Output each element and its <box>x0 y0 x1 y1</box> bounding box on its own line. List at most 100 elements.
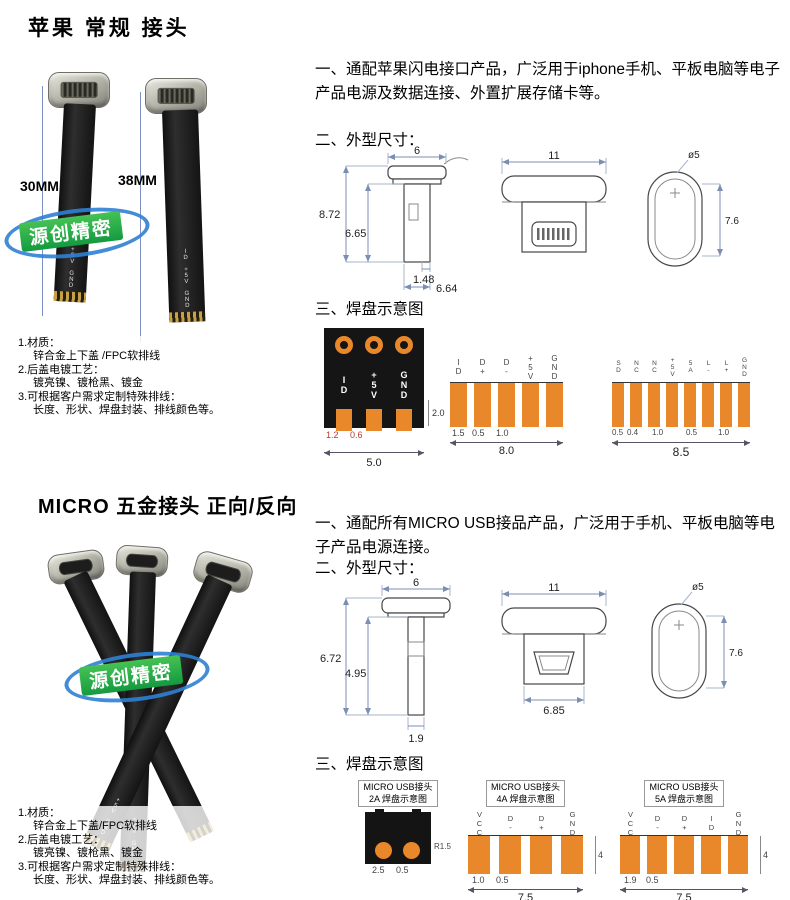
micro-end-view-drawing: ø5 7.6 <box>651 582 743 699</box>
dim-label-plug-width: 6.85 <box>543 705 564 717</box>
dimensions <box>501 590 607 704</box>
pad-hole <box>365 336 383 354</box>
apple-front-view-drawing: 6 8.72 6.65 1.48 6.64 <box>319 145 469 295</box>
note-line: 镀亮镍、镀枪黑、镀金 <box>33 847 143 860</box>
note-line: 2.后盖电镀工艺： <box>18 363 105 376</box>
pad-edge-line <box>620 835 748 837</box>
dim-label-diameter: ø5 <box>692 582 704 593</box>
apple-dimensions-heading: 二、外型尺寸： <box>315 132 424 149</box>
note-line: 锌合金上下盖/FPC软排线 <box>33 820 158 833</box>
micro-section-title: MICRO 五金接头 正向/反向 <box>38 496 298 518</box>
dim-pad-widths: 0.5 0.4 1.0 0.5 1.0 <box>612 428 730 437</box>
pad-labels: ID D+ D- +5V GND <box>454 353 559 381</box>
solder-pad <box>366 409 382 431</box>
lightning-connector-head <box>48 72 110 108</box>
micro-pad-diagram-4a: MICRO USB接头 4A 焊盘示意图 VCC D- D+ GND 1.0 0… <box>468 780 603 900</box>
dim-pad-length: 4 <box>759 836 768 874</box>
apple-end-view-drawing: ø5 7.6 <box>647 150 739 267</box>
note-line: 3.可根据客户需求定制特殊排线： <box>18 390 182 403</box>
pad-label: GND <box>399 370 409 400</box>
note-line: 2.后盖电镀工艺： <box>18 833 105 846</box>
note-line: 1.材质： <box>18 807 61 819</box>
solder-pad-round <box>403 842 420 860</box>
dim-label-stem-height: 6.65 <box>345 228 366 240</box>
solder-pad <box>396 409 412 431</box>
micro-usb-port <box>125 553 159 569</box>
pad-hole <box>335 336 353 354</box>
pad-labels: VCC D- D+ GND <box>475 810 577 838</box>
pad-edge-line <box>450 382 563 383</box>
pad-base <box>365 809 431 865</box>
dim-label-height: 7.6 <box>725 216 739 227</box>
part-outline <box>651 603 707 699</box>
dim-label-stem-width: 1.9 <box>408 733 423 745</box>
micro-description: 一、通配所有MICRO USB接品产品，广泛用于手机、平板电脑等电子产品电源连接… <box>315 515 775 557</box>
dim-label-housing-width: 11 <box>548 582 559 594</box>
dimensions <box>501 158 607 174</box>
mount-notch <box>412 809 421 813</box>
dim-label-wall: 1.48 <box>413 274 434 286</box>
dim-label-width: 6 <box>413 577 419 589</box>
apple-side-view-drawing: 11 <box>501 150 607 253</box>
gold-pad-tip <box>169 311 206 323</box>
dim-pad-widths: 1.2 0.6 <box>326 430 363 440</box>
pad-label: +5V <box>369 370 379 400</box>
measure-line <box>140 92 141 342</box>
note-line: 1.材质： <box>18 337 61 349</box>
lightning-connector-head <box>145 78 207 114</box>
cable-pin-label: ID +5V GND <box>182 248 191 309</box>
dim-label-radius: R1.5 <box>434 842 451 851</box>
solder-pad <box>336 409 352 431</box>
pad-label: ID <box>339 375 349 395</box>
dimensions <box>680 591 727 689</box>
fpc-cable-long: ID +5V GND <box>162 109 206 323</box>
part-outline <box>381 597 451 716</box>
dim-label-total-height: 6.72 <box>320 653 341 665</box>
dim-total-width: 5.0 <box>366 457 382 469</box>
pad-diagram-title: MICRO USB接头 4A 焊盘示意图 <box>485 780 565 808</box>
dim-total: 8.0 <box>450 439 563 459</box>
apple-pads-heading: 三、焊盘示意图 <box>315 301 424 318</box>
dim-pad-widths: 1.9 0.5 <box>624 875 659 886</box>
solder-pads <box>612 383 750 427</box>
note-line: 长度、形状、焊盘封装、排线颜色等。 <box>33 874 220 887</box>
note-line: 3.可根据客户需求定制特殊排线： <box>18 860 182 873</box>
micro-dimensions-heading: 二、外型尺寸： <box>315 560 424 577</box>
micro-pad-diagram-5a: MICRO USB接头 5A 焊盘示意图 VCC D- D+ ID GND 1.… <box>620 780 768 900</box>
dim-label-total-height: 8.72 <box>319 209 340 221</box>
solder-pads <box>450 383 563 427</box>
measure-line <box>42 86 43 316</box>
brand-watermark: 源创精密 <box>1 200 154 266</box>
connector-pins <box>60 81 98 99</box>
dim-line <box>324 449 424 456</box>
micro-front-view-drawing: 6 6.72 4.95 1.9 <box>320 577 451 745</box>
apple-description: 一、通配苹果闪电接口产品，广泛用于iphone手机、平板电脑等电子产品电源及数据… <box>315 61 781 103</box>
note-line: 镀亮镍、镀枪黑、镀金 <box>33 377 143 390</box>
note-line: 长度、形状、焊盘封装、排线颜色等。 <box>33 404 220 417</box>
gold-pad-tip <box>53 290 87 303</box>
pad-hole <box>395 336 413 354</box>
micro-pads-heading: 三、焊盘示意图 <box>315 756 424 773</box>
pad-labels: VCC D- D+ ID GND <box>626 810 743 838</box>
micro-side-view-drawing: 11 6.85 <box>501 582 607 717</box>
dim-pad-widths: 1.5 0.5 1.0 <box>452 428 509 438</box>
dim-label-stem-height: 4.95 <box>345 668 366 680</box>
dim-pad-height: 2.0 <box>428 400 445 426</box>
connector-pins <box>157 87 195 105</box>
length-label-30mm: 30MM <box>20 178 59 194</box>
dim-pad-widths: 1.0 0.5 <box>472 875 509 886</box>
solder-pad-round <box>375 842 392 860</box>
apple-pad-diagram-8pad: SD NC NC +5V 5A L- L+ GND 0.5 0.4 1.0 0.… <box>612 352 750 459</box>
pad-edge-line <box>468 835 583 837</box>
dim-label-width: 6 <box>414 145 420 157</box>
micro-material-notes: 1.材质： 锌合金上下盖/FPC软排线 2.后盖电镀工艺： 镀亮镍、镀枪黑、镀金… <box>16 806 222 889</box>
apple-material-notes: 1.材质： 锌合金上下盖 /FPC软排线 2.后盖电镀工艺： 镀亮镍、镀枪黑、镀… <box>16 336 222 419</box>
pad-edge-line <box>612 382 750 383</box>
part-outline <box>501 607 607 685</box>
solder-pads <box>468 836 583 875</box>
dim-pad-length: 4 <box>594 836 603 874</box>
dim-label-housing-width: 11 <box>548 150 559 162</box>
apple-section-title: 苹果 常规 接头 <box>28 17 190 40</box>
dimensions <box>343 153 447 290</box>
length-label-38mm: 38MM <box>118 172 157 188</box>
